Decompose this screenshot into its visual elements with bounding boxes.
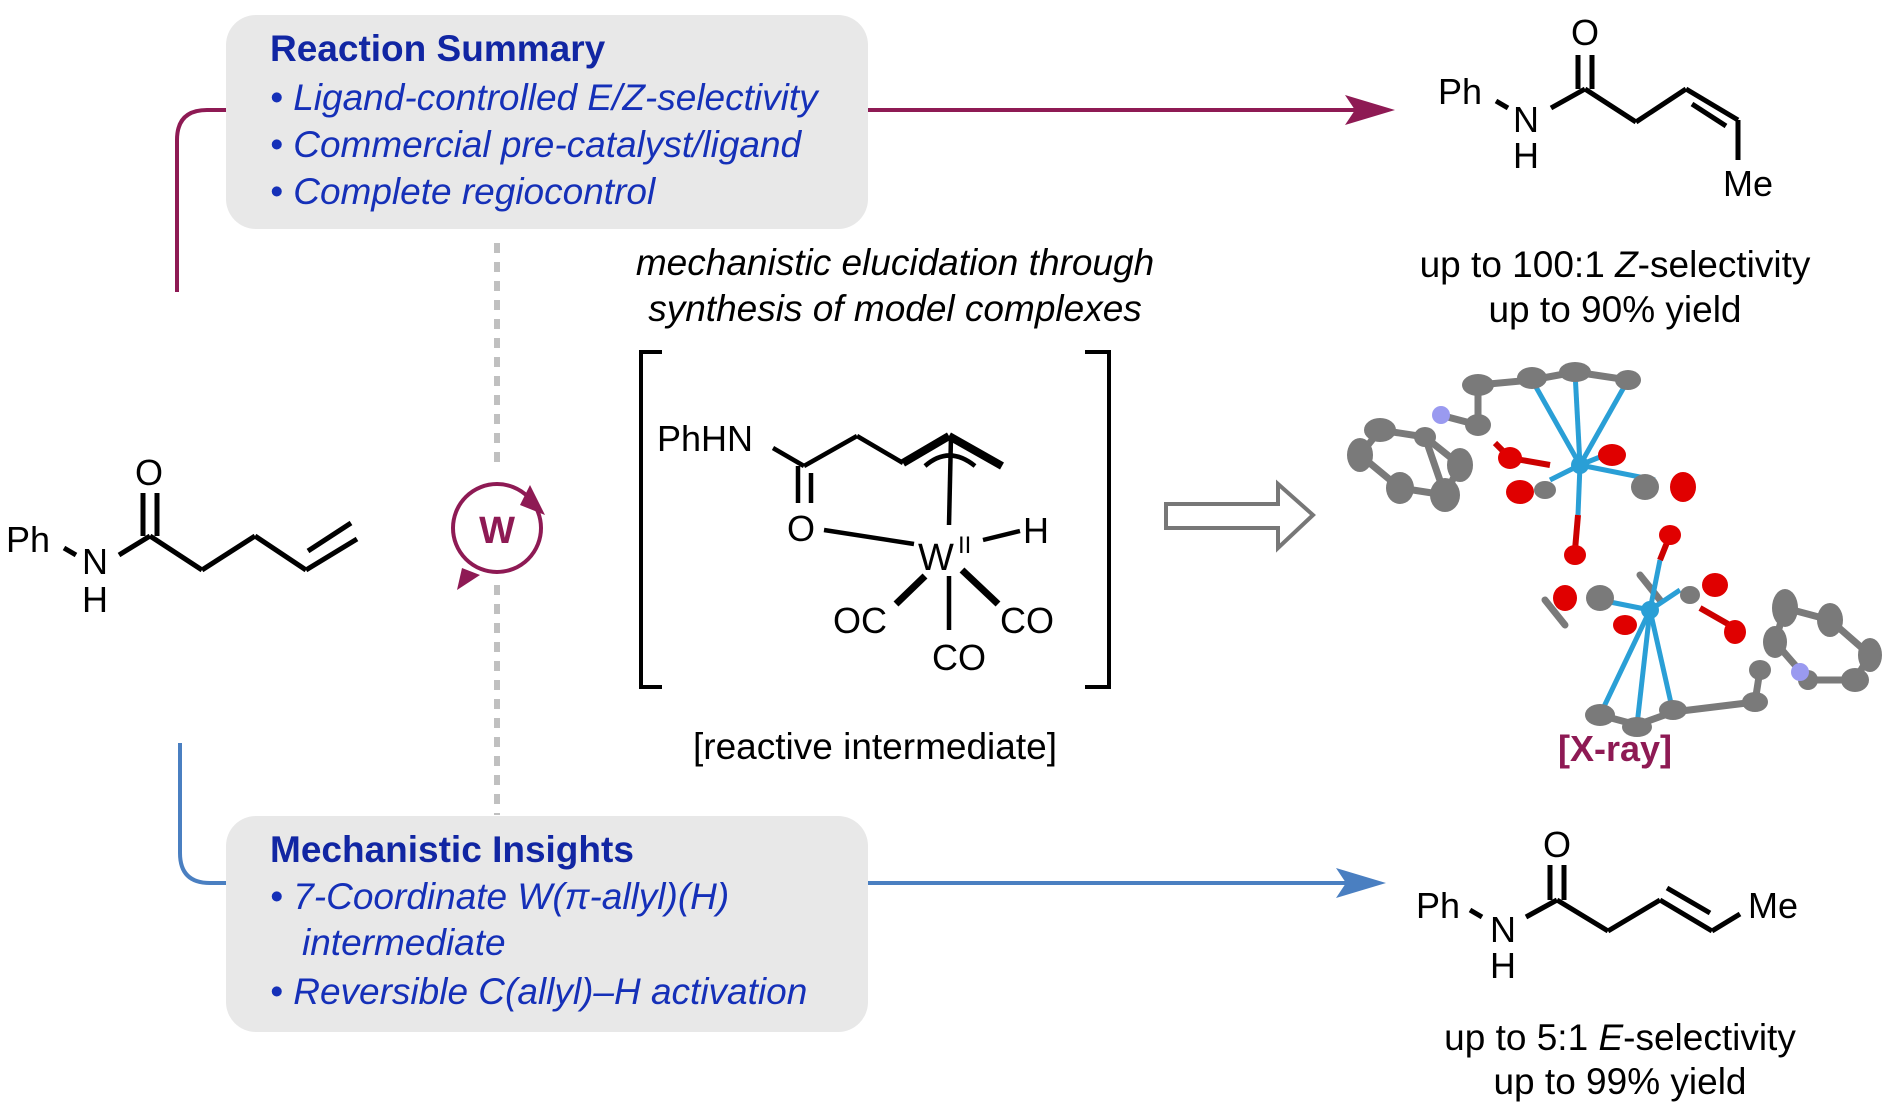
intermediate-caption: [reactive intermediate] [692,726,1057,767]
right-bracket [1085,350,1111,689]
z-selectivity-caption: up to 100:1 Z-selectivity [1330,244,1900,286]
int-h-label: H [1023,510,1049,551]
intermediate-structure [771,432,1021,630]
sm-ph-label: Ph [6,519,50,560]
reaction-summary-bullet-1: • Ligand-controlled E/Z-selectivity [270,77,818,118]
z-path-arrowhead [1345,95,1395,125]
mechanism-heading-line-1: mechanistic elucidation through [635,242,1155,283]
zp-o-label: O [1571,12,1599,53]
int-phhn-label: PhHN [657,418,753,459]
mechanistic-insights-box [226,816,868,1032]
reaction-summary-bullet-3: • Complete regiocontrol [270,171,656,212]
zp-me-label: Me [1723,163,1773,204]
z-isomer-label: Z [1615,244,1638,285]
int-oxidation-state: II [958,532,971,559]
e-selectivity-suffix: -selectivity [1623,1017,1796,1058]
xray-label: [X-ray] [1557,728,1673,769]
sm-h-label: H [82,579,108,620]
mechanistic-insights-bullet-2: • Reversible C(allyl)–H activation [270,971,808,1012]
catalyst-label: W [479,510,515,552]
reaction-summary-title: Reaction Summary [270,28,606,69]
sm-n-label: N [82,541,108,582]
reaction-summary-box [226,15,868,229]
mechanistic-insights-bullet-1: • 7-Coordinate W(π-allyl)(H) [270,876,730,917]
e-yield-caption: up to 99% yield [1493,1061,1747,1102]
int-co-right-label: CO [1000,600,1054,641]
ep-me-label: Me [1748,885,1798,926]
reaction-summary-bullet-2: • Commercial pre-catalyst/ligand [270,124,802,165]
e-selectivity-prefix: up to 5:1 [1444,1017,1599,1058]
hollow-arrow-icon [1164,479,1316,553]
e-path-arrowhead [1336,868,1386,898]
z-selectivity-prefix: up to 100:1 [1419,244,1616,285]
xray-structure [1347,362,1882,737]
z-yield-caption: up to 90% yield [1488,289,1742,330]
mechanism-heading-line-2: synthesis of model complexes [648,288,1142,329]
z-selectivity-suffix: -selectivity [1637,244,1811,285]
int-oc-label: OC [833,600,887,641]
ep-n-label: N [1490,909,1516,950]
zp-h-label: H [1513,135,1539,176]
int-co-bottom-label: CO [932,637,986,678]
catalytic-cycle-icon: W [451,482,545,590]
ep-o-label: O [1543,824,1571,865]
z-path-connector [175,108,226,292]
zp-n-label: N [1513,99,1539,140]
e-product-structure [1468,865,1742,934]
e-isomer-label: E [1598,1017,1624,1058]
sm-o-label: O [135,452,163,493]
ep-ph-label: Ph [1416,885,1460,926]
zp-ph-label: Ph [1438,71,1482,112]
mechanistic-insights-title: Mechanistic Insights [270,829,634,870]
ep-h-label: H [1490,945,1516,986]
left-bracket [639,350,662,689]
mechanistic-insights-bullet-1-cont: intermediate [302,922,506,963]
starting-material-structure [62,493,359,573]
e-path-connector [178,743,226,885]
int-o-label: O [787,508,815,549]
e-selectivity-caption: up to 5:1 E-selectivity [1340,1017,1900,1059]
z-product-structure [1494,55,1741,160]
int-w-label: W [918,537,954,579]
